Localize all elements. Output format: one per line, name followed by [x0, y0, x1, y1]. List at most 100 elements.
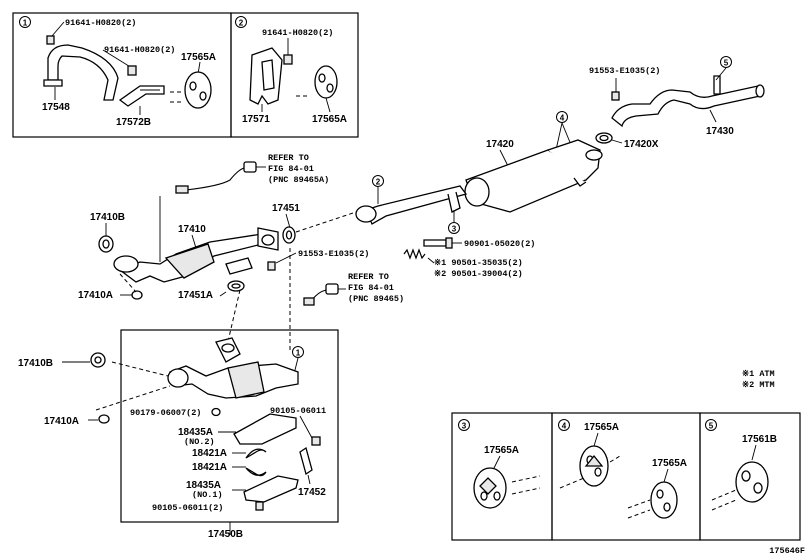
bracket-17410-lower: [225, 257, 253, 275]
oxygen-sensor-1: [175, 161, 257, 194]
gasket-17451a: [227, 280, 245, 292]
label-18421a-1: 18421A: [192, 448, 227, 459]
label-17572b: 17572B: [116, 117, 151, 128]
label-91553-e1035-a: 91553-E1035(2): [589, 66, 660, 76]
hanger-17565a-3: [473, 467, 507, 509]
refer-1-line-1: REFER TO: [268, 153, 309, 163]
bracket-17571: [249, 47, 283, 105]
refer-2-line-2: FIG 84-01: [348, 283, 394, 293]
label-17561b: 17561B: [742, 434, 777, 445]
gasket-17451: [282, 226, 296, 244]
callout-3-label: 3: [452, 225, 457, 234]
label-90501-39004: ※2 90501-39004(2): [434, 269, 523, 279]
oxygen-sensor-2: [303, 283, 339, 306]
center-pipe-17420: [355, 185, 468, 225]
gasket-17410b-2: [90, 352, 106, 368]
bolt-91553-a: [611, 91, 620, 101]
nut-90179: [211, 407, 221, 417]
bolt-91641-b: [127, 65, 137, 76]
callout-3-inset: 3: [458, 419, 470, 431]
callout-5-marker: 5: [720, 56, 732, 68]
label-90901-05020: 90901-05020(2): [464, 239, 535, 249]
label-91641-h0820-c: 91641-H0820(2): [262, 28, 333, 38]
label-18421a-2: 18421A: [192, 462, 227, 473]
label-17452: 17452: [298, 487, 326, 498]
label-17450b: 17450B: [208, 529, 243, 540]
label-17565a-4b: 17565A: [652, 458, 687, 469]
hanger-17565a-2: [314, 65, 338, 99]
label-17548: 17548: [42, 102, 70, 113]
label-91641-h0820-b: 91641-H0820(2): [104, 45, 175, 55]
inset-box-2: [230, 12, 359, 138]
legend-atm: ※1 ATM: [742, 369, 775, 379]
callout-2-marker: 2: [372, 175, 384, 187]
label-18435a-2-no: (NO.2): [184, 437, 215, 447]
gasket-17410b-1: [98, 235, 114, 253]
callout-4-marker: 4: [556, 111, 568, 123]
label-17410a-2: 17410A: [44, 416, 79, 427]
label-90105-06011-b: 90105-06011(2): [152, 503, 223, 513]
label-17565a-1: 17565A: [181, 52, 216, 63]
legend-mtm: ※2 MTM: [742, 380, 775, 390]
bracket-17572b: [118, 85, 165, 107]
nut-17410a-2: [98, 414, 110, 424]
inset-box-5: [699, 412, 801, 541]
bolt-91641-a: [46, 35, 55, 45]
label-18435a-2: 18435A: [178, 427, 213, 438]
label-91641-h0820-a: 91641-H0820(2): [65, 18, 136, 28]
bolt-90901: [423, 237, 453, 249]
bolt-91641-c: [283, 54, 293, 65]
label-17410: 17410: [178, 224, 206, 235]
hanger-17565a-4a: [579, 445, 609, 487]
label-17430: 17430: [706, 126, 734, 137]
bolt-90105-a: [311, 436, 321, 446]
refer-1-line-3: (PNC 89465A): [268, 175, 329, 185]
clamp-18421a-2: [245, 467, 267, 477]
callout-5-inset: 5: [705, 419, 717, 431]
callout-2-inset: 2: [235, 16, 247, 28]
spring-90501: [403, 248, 426, 260]
figure-id: 175646F: [769, 546, 805, 556]
callout-3-marker: 3: [448, 222, 460, 234]
refer-2-line-1: REFER TO: [348, 272, 389, 282]
label-17565a-4a: 17565A: [584, 422, 619, 433]
callout-1-marker-label: 1: [296, 349, 301, 358]
label-17410b-1: 17410B: [90, 212, 125, 223]
callout-5-inset-label: 5: [709, 422, 714, 431]
bolt-91553-b: [267, 261, 276, 271]
front-pipe-17410: [113, 196, 279, 283]
label-91553-e1035-b: 91553-E1035(2): [298, 249, 369, 259]
label-17571: 17571: [242, 114, 270, 125]
label-18435a-1: 18435A: [186, 480, 221, 491]
callout-4-inset-label: 4: [562, 422, 567, 431]
heat-insulator-18435a-1: [243, 475, 299, 503]
callout-3-inset-label: 3: [462, 422, 467, 431]
muffler-17420: [464, 139, 603, 213]
callout-2-label: 2: [239, 19, 244, 28]
callout-4-inset: 4: [558, 419, 570, 431]
bolt-90105-b: [255, 501, 264, 511]
tail-pipe-17430: [611, 75, 765, 128]
callout-1-label: 1: [23, 19, 28, 28]
hanger-17565a-4b: [650, 481, 678, 519]
label-90179-06007: 90179-06007(2): [130, 408, 201, 418]
gasket-17420x: [595, 132, 613, 144]
callout-1-marker: 1: [292, 346, 304, 358]
heat-insulator-18435a-2: [233, 413, 297, 445]
label-17420: 17420: [486, 139, 514, 150]
hanger-17561b: [735, 461, 769, 503]
callout-2-marker-label: 2: [376, 178, 381, 187]
label-17451: 17451: [272, 203, 300, 214]
label-17451a: 17451A: [178, 290, 213, 301]
label-90105-06011-a: 90105-06011: [270, 406, 326, 416]
label-18435a-1-no: (NO.1): [192, 490, 223, 500]
clamp-18421a-1: [245, 448, 267, 459]
label-17565a-3: 17565A: [484, 445, 519, 456]
callout-4-label: 4: [560, 114, 565, 123]
callout-1-inset: 1: [19, 16, 31, 28]
nut-17410a-1: [131, 290, 143, 300]
label-90501-35035: ※1 90501-35035(2): [434, 258, 523, 268]
lower-box-17450b: [120, 329, 339, 523]
bracket-17452: [299, 446, 313, 476]
